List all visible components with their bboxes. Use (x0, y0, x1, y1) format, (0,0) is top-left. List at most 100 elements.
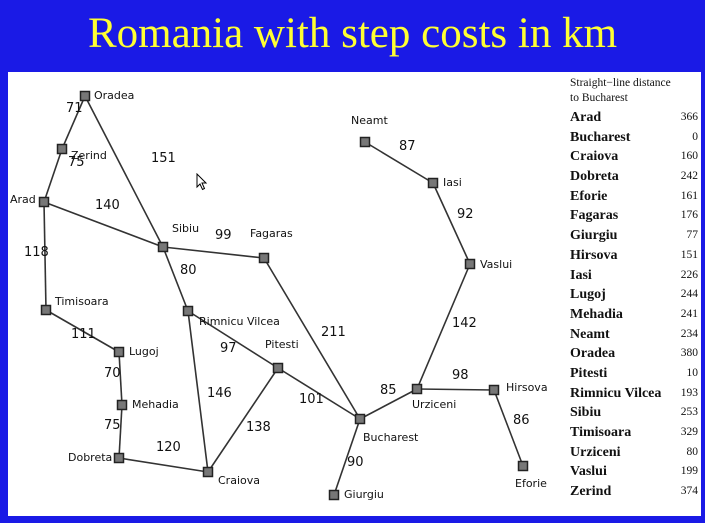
city-label-bucharest: Bucharest (363, 431, 419, 444)
legend-row: Timisoara 329 (570, 423, 698, 443)
road-rimnicu-craiova (187, 310, 209, 473)
city-node-dobreta (113, 452, 125, 464)
city-node-neamt (359, 136, 371, 148)
road-cost-arad-timisoara: 118 (24, 245, 49, 260)
city-label-craiova: Craiova (218, 474, 260, 487)
legend-row: Eforie 161 (570, 187, 698, 207)
legend-row: Dobreta 242 (570, 167, 698, 187)
legend-city: Lugoj (570, 287, 606, 303)
road-hirsova-eforie (493, 389, 524, 467)
road-cost-arad-sibiu: 140 (95, 198, 120, 213)
road-urziceni-hirsova (416, 388, 495, 391)
road-cost-rimnicu-craiova: 146 (207, 386, 232, 401)
legend-row: Arad 366 (570, 108, 698, 128)
city-label-sibiu: Sibiu (172, 222, 199, 235)
road-iasi-neamt (364, 141, 434, 184)
legend-distance: 199 (680, 465, 698, 478)
legend-city: Dobreta (570, 169, 619, 185)
legend-row: Zerind 374 (570, 482, 698, 502)
slide-title: Romania with step costs in km (87, 10, 618, 57)
legend-city: Mehadia (570, 306, 623, 322)
city-node-oradea (79, 90, 91, 102)
road-dobreta-craiova (118, 457, 209, 473)
city-node-craiova (202, 466, 214, 478)
road-cost-oradea-zerind: 71 (66, 101, 83, 116)
city-label-lugoj: Lugoj (129, 345, 159, 358)
legend-city: Bucharest (570, 129, 631, 145)
road-cost-vaslui-iasi: 92 (457, 207, 474, 222)
legend-city: Eforie (570, 188, 608, 204)
city-label-zerind: Zerind (71, 149, 107, 162)
road-rimnicu-pitesti (187, 310, 279, 369)
city-node-pitesti (272, 362, 284, 374)
legend-distance: 234 (680, 327, 698, 340)
legend-distance: 329 (680, 426, 698, 438)
city-node-hirsova (488, 384, 500, 396)
city-label-eforie: Eforie (515, 477, 547, 490)
legend-city: Timisoara (570, 425, 632, 440)
road-cost-bucharest-urziceni: 85 (380, 383, 397, 398)
road-cost-hirsova-eforie: 86 (513, 413, 530, 428)
city-label-urziceni: Urziceni (412, 398, 456, 411)
legend-city: Zerind (570, 484, 612, 500)
legend-city: Rimnicu Vilcea (570, 385, 662, 401)
legend-distance: 241 (680, 307, 698, 320)
road-cost-lugoj-mehadia: 70 (104, 366, 121, 381)
legend-distance: 366 (680, 111, 698, 123)
city-node-sibiu (157, 241, 169, 253)
mouse-cursor-icon (196, 173, 208, 191)
straight-line-distance-legend: Straight−line distance to Bucharest Arad… (570, 76, 698, 502)
city-label-vaslui: Vaslui (480, 258, 512, 271)
legend-distance: 244 (680, 288, 698, 301)
legend-row: Lugoj 244 (570, 285, 698, 305)
city-node-iasi (427, 177, 439, 189)
road-craiova-pitesti (207, 367, 279, 473)
legend-title-line1: Straight−line distance (570, 77, 671, 89)
city-label-oradea: Oradea (94, 89, 134, 102)
road-bucharest-giurgiu (333, 418, 361, 496)
legend-distance: 160 (680, 150, 698, 163)
road-cost-timisoara-lugoj: 111 (71, 327, 96, 342)
city-node-eforie (517, 460, 529, 472)
road-vaslui-iasi (432, 182, 471, 265)
city-label-iasi: Iasi (443, 176, 462, 189)
legend-distance: 226 (680, 268, 698, 281)
road-cost-sibiu-rimnicu: 80 (180, 263, 197, 278)
city-label-timisoara: Timisoara (54, 295, 109, 308)
road-cost-pitesti-bucharest: 101 (299, 392, 324, 407)
legend-city: Urziceni (570, 444, 621, 460)
road-timisoara-lugoj (45, 309, 120, 353)
road-arad-sibiu (43, 201, 164, 248)
city-node-timisoara (40, 304, 52, 316)
legend-distance: 242 (680, 170, 698, 183)
city-label-fagaras: Fagaras (250, 227, 293, 240)
road-cost-urziceni-hirsova: 98 (452, 368, 469, 383)
city-label-arad: Arad (10, 193, 36, 206)
city-node-vaslui (464, 258, 476, 270)
legend-city: Giurgiu (570, 228, 618, 244)
road-cost-craiova-pitesti: 138 (246, 420, 271, 435)
legend-city: Arad (570, 110, 602, 125)
road-lugoj-mehadia (118, 351, 123, 406)
city-label-pitesti: Pitesti (265, 338, 299, 351)
road-cost-bucharest-giurgiu: 90 (347, 455, 364, 470)
legend-distance: 374 (680, 485, 698, 498)
legend-row: Mehadia 241 (570, 305, 698, 325)
city-node-urziceni (411, 383, 423, 395)
city-node-mehadia (116, 399, 128, 411)
road-bucharest-urziceni (359, 388, 418, 420)
road-pitesti-bucharest (277, 367, 361, 420)
road-urziceni-vaslui (416, 263, 471, 390)
city-label-giurgiu: Giurgiu (344, 488, 384, 501)
legend-distance: 161 (680, 189, 698, 202)
